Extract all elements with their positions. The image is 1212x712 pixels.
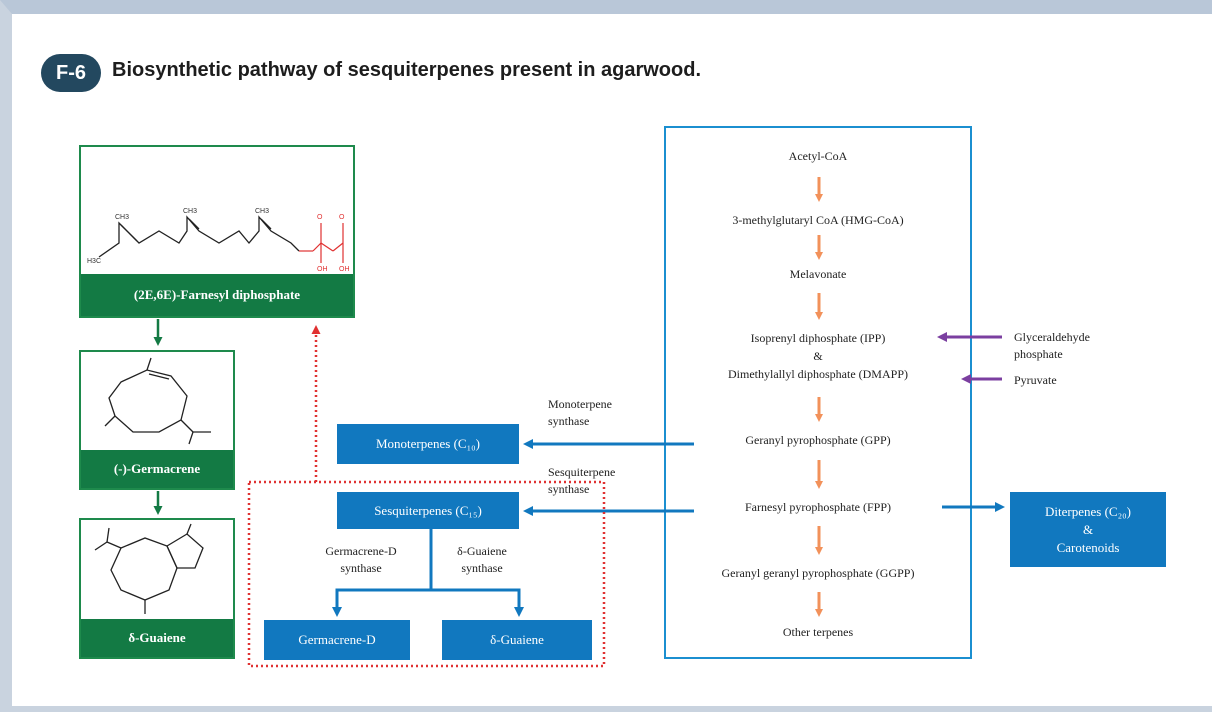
monoterpene-synthase-label-1: Monoterpene [548,397,612,411]
sesquiterpene-synthase-label-1: Sesquiterpene [548,465,616,479]
step-ggpp: Geranyl geranyl pyrophosphate (GGPP) [721,566,915,580]
germacrene-synthase-label-1: Germacrene-D [325,544,397,558]
germacrene-structure [104,357,211,445]
guaiene-synthase-label-1: δ-Guaiene [457,544,507,558]
svg-text:CH3: CH3 [255,208,269,215]
svg-text:OH: OH [317,266,328,273]
diterpenes-label: Diterpenes (C₂₀) [1045,503,1131,519]
d-guaiene-structure [94,523,204,614]
germacrene-d-box: Germacrene-D [264,620,410,660]
mevalonate-pathway-box [664,126,972,659]
figure-title: Biosynthetic pathway of sesquiterpenes p… [112,59,702,81]
carotenoids-label: Carotenoids [1056,539,1120,555]
germacrene-label: (-)-Germacrene [81,450,233,488]
farnesyl-diphosphate-label: (2E,6E)-Farnesyl diphosphate [81,274,353,316]
sesquiterpenes-box: Sesquiterpenes (C₁₅) [337,492,519,529]
step-mevalonate: Melavonate [789,267,847,281]
input-glyceraldehyde: Glyceraldehyde [1014,330,1090,344]
d-guaiene-label: δ-Guaiene [81,619,233,657]
step-ampersand: & [813,349,823,363]
diterpenes-carotenoids-box: Diterpenes (C₂₀) & Carotenoids [1010,492,1166,567]
svg-text:O: O [339,214,345,221]
step-hmg-coa: 3-methylglutaryl CoA (HMG-CoA) [732,213,904,227]
d-guaiene-box: δ-Guaiene [79,518,235,659]
step-dmapp: Dimethylallyl diphosphate (DMAPP) [728,367,908,381]
svg-text:CH3: CH3 [115,214,129,221]
svg-text:OH: OH [339,266,350,273]
input-pyruvate: Pyruvate [1014,373,1057,387]
step-gpp: Geranyl pyrophosphate (GPP) [745,433,891,447]
monoterpenes-box: Monoterpenes (C₁₀) [337,424,519,464]
svg-text:CH3: CH3 [183,208,197,215]
step-fpp: Farnesyl pyrophosphate (FPP) [745,500,891,514]
germacrene-synthase-label-2: synthase [340,561,382,575]
d-guaiene-box-blue: δ-Guaiene [442,620,592,660]
svg-text:H3C: H3C [87,258,101,265]
germacrene-d-label: Germacrene-D [298,632,376,647]
svg-text:O: O [317,214,323,221]
sesquiterpenes-label: Sesquiterpenes (C₁₅) [374,502,482,518]
guaiene-synthase-label-2: synthase [461,561,503,575]
step-ipp: Isoprenyl diphosphate (IPP) [750,331,886,345]
diterpenes-amp-label: & [1082,521,1094,537]
d-guaiene-product-label: δ-Guaiene [490,632,544,647]
monoterpene-synthase-label-2: synthase [548,414,590,428]
germacrene-box: (-)-Germacrene [79,350,235,490]
sesquiterpene-synthase-label-2: synthase [548,482,590,496]
step-other-terpenes: Other terpenes [782,625,854,639]
step-acetyl-coa: Acetyl-CoA [788,149,848,163]
figure-badge: F-6 [41,54,101,92]
monoterpenes-label: Monoterpenes (C₁₀) [375,436,480,451]
input-phosphate: phosphate [1014,347,1063,361]
